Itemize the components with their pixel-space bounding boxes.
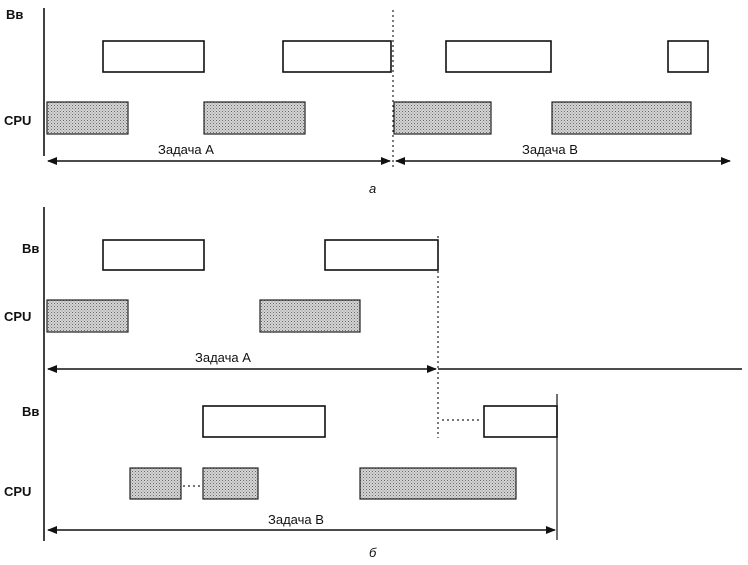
cpu-row-label: CPU xyxy=(4,309,31,324)
cpu-block xyxy=(259,299,361,333)
io-block xyxy=(282,40,392,73)
diagram-a: Вв CPU Задача А Задача В а xyxy=(4,7,731,196)
cpu-block xyxy=(551,101,692,135)
cpu-block xyxy=(46,101,129,135)
io-row-label: Вв xyxy=(6,7,23,22)
task-b-label: Задача В xyxy=(268,512,324,527)
diagram-b: Вв CPU Задача А Вв CPU Задача В б xyxy=(4,207,742,560)
cpu-block xyxy=(393,101,492,135)
caption-b: б xyxy=(369,545,377,560)
cpu-block xyxy=(46,299,129,333)
task-a-label: Задача А xyxy=(158,142,214,157)
cpu-block xyxy=(203,101,306,135)
io-block xyxy=(667,40,709,73)
io-block xyxy=(102,40,205,73)
caption-a: а xyxy=(369,181,376,196)
io-block xyxy=(102,239,205,271)
cpu-block xyxy=(202,467,259,500)
task-b-label: Задача В xyxy=(522,142,578,157)
cpu-block xyxy=(129,467,182,500)
io-block xyxy=(202,405,326,438)
io-block xyxy=(324,239,439,271)
io-block xyxy=(445,40,552,73)
io-block xyxy=(483,405,558,438)
io-row-label: Вв xyxy=(22,404,39,419)
io-row-label: Вв xyxy=(22,241,39,256)
cpu-row-label: CPU xyxy=(4,113,31,128)
task-a-label: Задача А xyxy=(195,350,251,365)
cpu-block xyxy=(359,467,517,500)
cpu-row-label: CPU xyxy=(4,484,31,499)
